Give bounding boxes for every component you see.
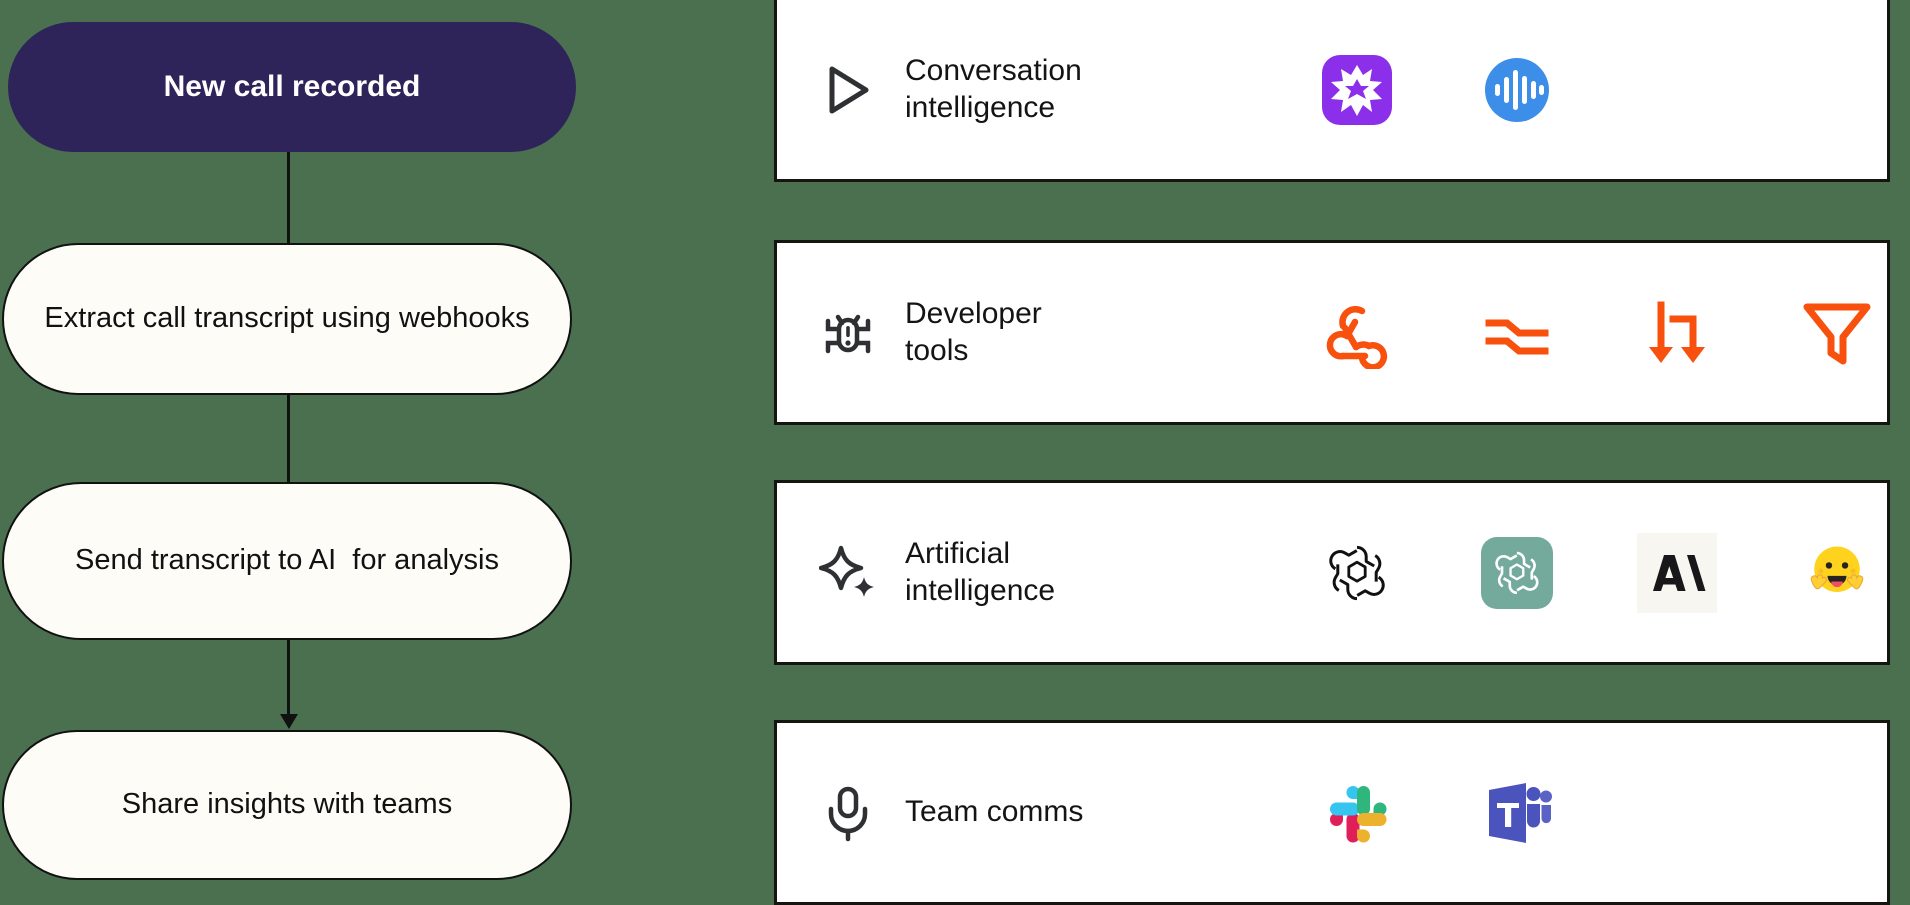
fireflies-logo: [1481, 54, 1553, 126]
category-header: Developer tools: [777, 296, 1277, 369]
flow-node-trigger[interactable]: New call recorded: [8, 22, 576, 152]
flow-node-label: Send transcript to AI for analysis: [75, 544, 499, 577]
category-logo-row: [1277, 54, 1910, 126]
category-card-developer-tools[interactable]: Developer tools: [774, 240, 1890, 425]
logo-slot[interactable]: [1277, 777, 1437, 849]
gong-logo: [1321, 54, 1393, 126]
logo-slot[interactable]: [1277, 297, 1437, 369]
logo-slot[interactable]: [1597, 532, 1757, 613]
sparkle-icon: [817, 542, 879, 604]
flow-node-share[interactable]: Share insights with teams: [2, 730, 572, 880]
integration-category-list: Conversation intelligence: [774, 0, 1910, 905]
anthropic-logo: [1637, 532, 1717, 613]
category-header: Team comms: [777, 782, 1277, 844]
hugging-face-logo: [1801, 537, 1873, 609]
play-triangle-icon: [817, 59, 879, 121]
category-logo-row: [1277, 777, 1910, 849]
category-header: Conversation intelligence: [777, 53, 1277, 126]
flow-connector-1: [287, 152, 290, 243]
logo-slot[interactable]: [1437, 297, 1597, 369]
category-card-conversation-intelligence[interactable]: Conversation intelligence: [774, 0, 1890, 182]
logo-slot[interactable]: [1757, 297, 1910, 369]
microphone-icon: [817, 782, 879, 844]
workflow-flow-column: New call recorded Extract call transcrip…: [0, 0, 600, 896]
category-card-team-comms[interactable]: Team comms: [774, 720, 1890, 905]
logo-slot[interactable]: [1437, 536, 1597, 609]
chatgpt-logo: [1481, 536, 1553, 609]
flow-node-label: Extract call transcript using webhooks: [44, 302, 530, 335]
flow-node-analyze[interactable]: Send transcript to AI for analysis: [2, 482, 572, 640]
router-paths-icon: [1481, 297, 1553, 369]
logo-slot[interactable]: [1757, 537, 1910, 609]
bug-icon: [817, 302, 879, 364]
microsoft-teams-logo: [1481, 777, 1553, 849]
openai-logo: [1321, 537, 1393, 609]
flow-node-extract[interactable]: Extract call transcript using webhooks: [2, 243, 572, 395]
category-label: Developer tools: [905, 296, 1042, 367]
logo-slot[interactable]: [1437, 54, 1597, 126]
category-label: Conversation intelligence: [905, 53, 1082, 124]
logo-slot[interactable]: [1277, 537, 1437, 609]
sort-transform-icon: [1641, 297, 1713, 369]
category-label: Team comms: [905, 795, 1084, 829]
flow-node-label: Share insights with teams: [121, 788, 453, 821]
category-logo-row: [1277, 297, 1910, 369]
filter-icon: [1801, 297, 1873, 369]
logo-slot[interactable]: [1597, 297, 1757, 369]
logo-slot[interactable]: [1277, 54, 1437, 126]
logo-slot[interactable]: [1437, 777, 1597, 849]
webhook-icon: [1321, 297, 1393, 369]
flow-node-label: New call recorded: [163, 69, 421, 103]
category-logo-row: [1277, 532, 1910, 613]
category-card-artificial-intelligence[interactable]: Artificial intelligence: [774, 480, 1890, 665]
category-header: Artificial intelligence: [777, 536, 1277, 609]
category-label: Artificial intelligence: [905, 536, 1056, 607]
slack-logo: [1321, 777, 1393, 849]
flow-connector-3: [287, 640, 290, 718]
flow-connector-2: [287, 395, 290, 482]
flow-arrowhead-icon: [280, 714, 298, 729]
